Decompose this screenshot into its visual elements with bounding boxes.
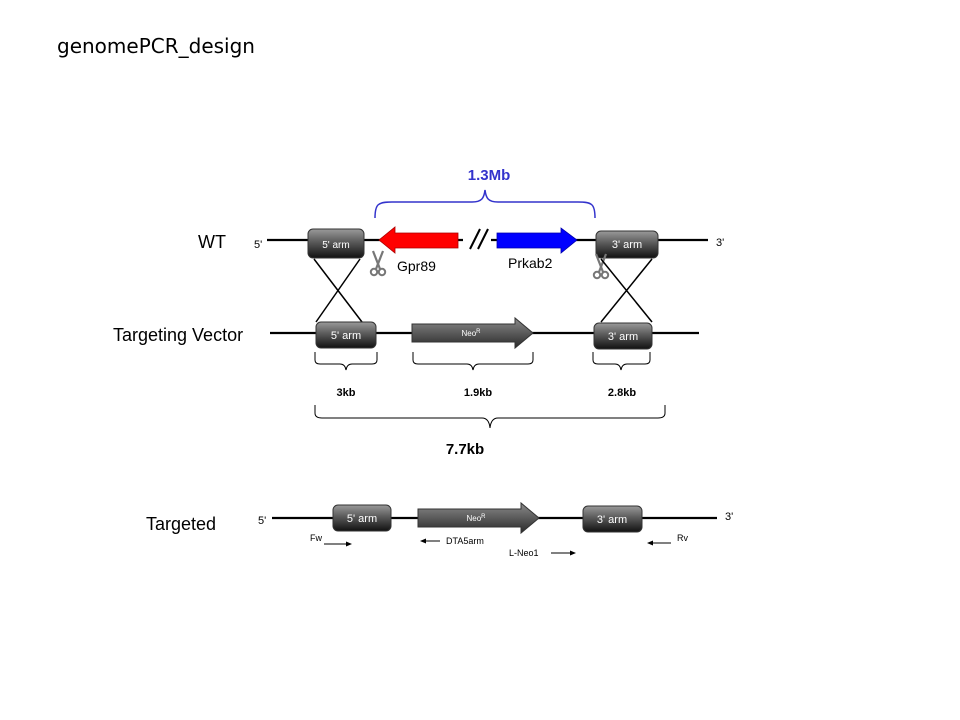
vector-three-arm-label: 3' arm bbox=[608, 331, 638, 343]
gpr89-gene-arrow bbox=[378, 226, 459, 254]
wt-five-arm-label: 5' arm bbox=[322, 240, 349, 251]
primer-lneo1: L-Neo1 bbox=[509, 548, 576, 558]
brace-neo bbox=[412, 352, 534, 371]
primer-rv: Rv bbox=[647, 533, 688, 546]
vector-three-arm: 3' arm bbox=[593, 322, 653, 350]
targeted-neo-cassette: NeoR bbox=[417, 501, 540, 535]
brace-3arm bbox=[592, 352, 651, 371]
row-label-targeted: Targeted bbox=[146, 514, 216, 534]
primer-fw: Fw bbox=[310, 533, 352, 547]
page-title: genomePCR_design bbox=[57, 34, 255, 58]
row-label-targeting-vector: Targeting Vector bbox=[113, 325, 243, 345]
targeted-three-prime-end: 3' bbox=[725, 511, 733, 523]
wt-five-arm: 5' arm bbox=[307, 228, 365, 259]
primer-dta5arm: DTA5arm bbox=[420, 536, 484, 546]
targeted-three-arm-label: 3' arm bbox=[597, 514, 627, 526]
row-label-wt: WT bbox=[198, 232, 226, 252]
size-label-total: 7.7kb bbox=[446, 441, 484, 458]
neo-base: Neo bbox=[461, 329, 476, 338]
neo-superscript: R bbox=[476, 329, 481, 335]
distance-label: 1.3Mb bbox=[468, 167, 511, 184]
brace-total bbox=[314, 405, 666, 429]
scissors-icon bbox=[369, 249, 387, 277]
vector-five-arm: 5' arm bbox=[315, 321, 377, 349]
wt-three-prime-end: 3' bbox=[716, 237, 724, 249]
primer-fw-label: Fw bbox=[310, 533, 322, 543]
targeted-five-prime-end: 5' bbox=[258, 515, 266, 527]
primer-lneo1-label: L-Neo1 bbox=[509, 548, 539, 558]
size-label-5arm: 3kb bbox=[337, 387, 356, 399]
gene-label-prkab2: Prkab2 bbox=[508, 255, 553, 271]
targeted-five-arm: 5' arm bbox=[332, 504, 392, 532]
brace-5arm bbox=[314, 352, 378, 371]
targeted-three-arm: 3' arm bbox=[582, 505, 643, 533]
recombination-cross-left bbox=[313, 258, 363, 323]
size-label-3arm: 2.8kb bbox=[608, 387, 636, 399]
distance-bracket bbox=[374, 189, 596, 219]
wt-five-prime-end: 5' bbox=[254, 239, 262, 251]
vector-neo-label: NeoR bbox=[461, 329, 481, 338]
prkab2-gene-arrow bbox=[496, 227, 578, 254]
wt-three-arm: 3' arm bbox=[595, 230, 659, 259]
neo-superscript: R bbox=[481, 514, 486, 520]
size-label-neo: 1.9kb bbox=[464, 387, 492, 399]
break-mark bbox=[463, 228, 491, 250]
wt-three-arm-label: 3' arm bbox=[612, 239, 642, 251]
targeted-five-arm-label: 5' arm bbox=[347, 513, 377, 525]
primer-dta5arm-label: DTA5arm bbox=[446, 536, 484, 546]
gene-label-gpr89: Gpr89 bbox=[397, 258, 436, 274]
vector-neo-cassette: NeoR bbox=[411, 316, 534, 350]
neo-base: Neo bbox=[466, 514, 481, 523]
vector-five-arm-label: 5' arm bbox=[331, 330, 361, 342]
targeted-neo-label: NeoR bbox=[466, 514, 486, 523]
primer-rv-label: Rv bbox=[677, 533, 688, 543]
recombination-cross-right bbox=[600, 258, 653, 323]
